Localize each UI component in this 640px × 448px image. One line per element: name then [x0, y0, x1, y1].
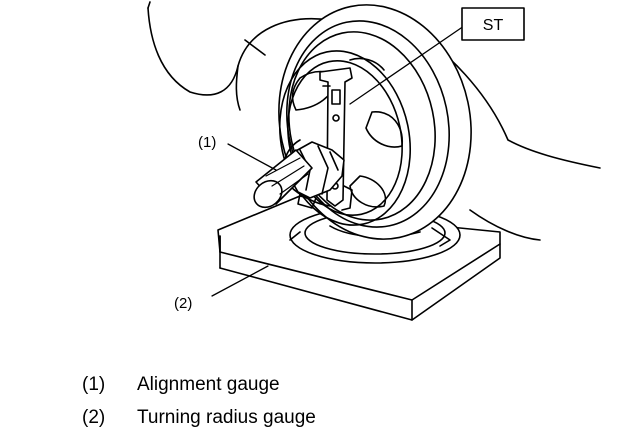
legend: (1) Alignment gauge (2) Turning radius g…: [82, 368, 316, 434]
legend-row-1: (1) Alignment gauge: [82, 368, 316, 401]
legend-text: Turning radius gauge: [137, 407, 316, 428]
st-callout-label: ST: [483, 17, 504, 34]
callout-1: (1): [198, 134, 216, 151]
legend-text: Alignment gauge: [137, 374, 280, 395]
legend-row-2: (2) Turning radius gauge: [82, 401, 316, 434]
legend-number: (2): [82, 407, 106, 428]
leader-lines: [211, 25, 465, 297]
callout-2: (2): [174, 295, 192, 312]
alignment-gauge: [253, 67, 353, 211]
st-callout-box: [461, 7, 525, 41]
legend-number: (1): [82, 374, 106, 395]
